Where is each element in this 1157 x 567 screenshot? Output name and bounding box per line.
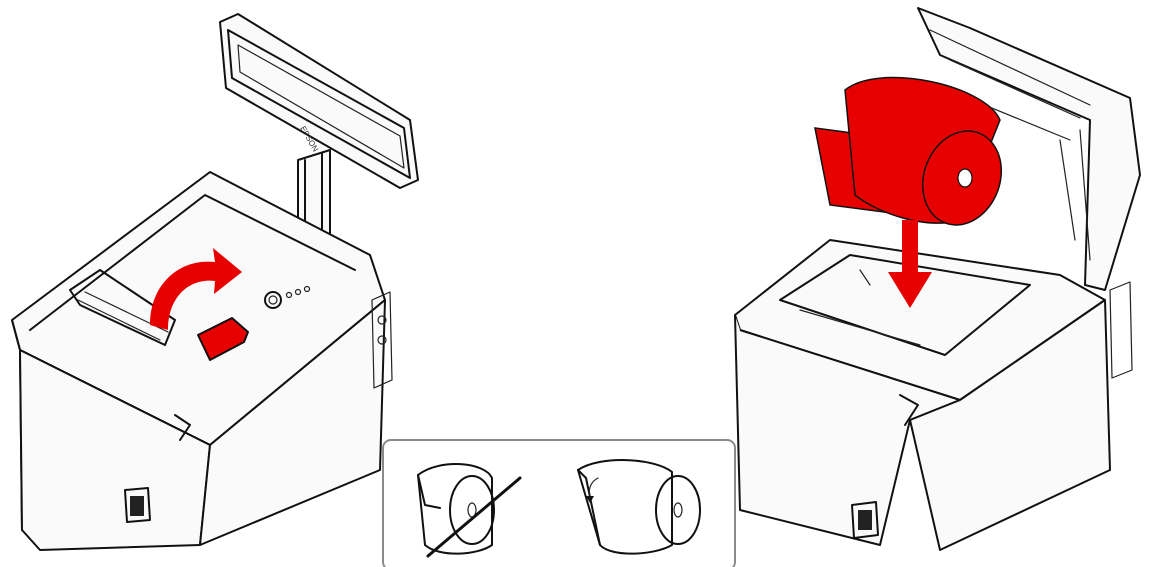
paper-roll (815, 78, 1014, 237)
roll-orientation-inset (383, 440, 735, 567)
printer-open (735, 8, 1140, 550)
printer-closed: EPSON (12, 14, 418, 550)
